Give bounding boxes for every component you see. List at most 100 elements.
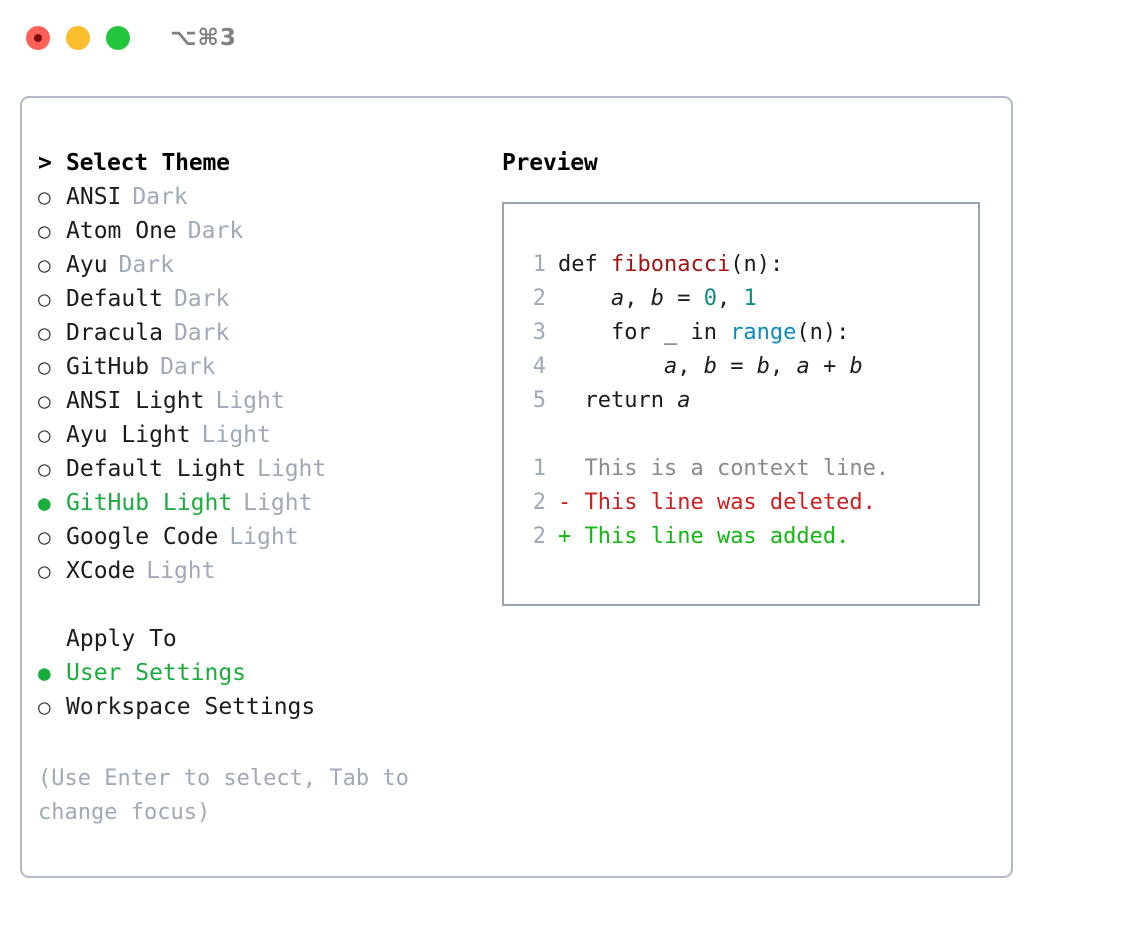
code-token	[558, 354, 664, 379]
theme-variant-badge: Dark	[187, 218, 244, 244]
theme-variant-badge: Dark	[118, 252, 174, 278]
radio-unselected-icon[interactable]: ○	[38, 219, 51, 243]
theme-name: GitHub	[66, 354, 150, 380]
code-token: ,	[677, 354, 704, 379]
code-token: a	[796, 354, 810, 379]
line-number: 4	[532, 354, 546, 379]
radio-unselected-icon[interactable]: ○	[38, 287, 51, 311]
preview-title: Preview	[502, 150, 598, 176]
theme-variant-badge: Dark	[173, 286, 230, 312]
caret-icon: >	[38, 150, 52, 176]
theme-variant-badge: Light	[201, 422, 271, 448]
minimize-button[interactable]	[66, 26, 90, 50]
code-line: 3 for _ in range(n):	[520, 316, 889, 350]
code-token: 1	[743, 286, 757, 311]
apply-to-heading: Apply To	[66, 626, 177, 652]
theme-variant-badge: Light	[257, 456, 327, 482]
line-number: 1	[532, 252, 546, 277]
line-number: 2	[532, 524, 546, 549]
code-token: for _ in	[558, 320, 731, 345]
diff-line: 2- This line was deleted.	[520, 486, 889, 520]
apply-to-label: User Settings	[66, 660, 247, 686]
theme-name: GitHub Light	[66, 490, 233, 516]
diff-line: 2 + This line was added.	[520, 520, 889, 554]
diff-line: 1 This is a context line.	[520, 452, 889, 486]
radio-unselected-icon[interactable]: ○	[38, 559, 51, 583]
apply-to-option[interactable]: ● User Settings	[38, 656, 498, 690]
window-title: ⌥⌘3	[170, 25, 237, 51]
code-token: +	[809, 354, 850, 379]
code-token: b	[703, 354, 717, 379]
line-number: 1	[532, 456, 546, 481]
theme-list-item[interactable]: ○ Default Light Light	[38, 452, 498, 486]
radio-unselected-icon[interactable]: ○	[38, 695, 51, 719]
theme-variant-badge: Dark	[173, 320, 230, 346]
theme-variant-badge: Dark	[160, 354, 216, 380]
code-token: a	[677, 388, 691, 413]
theme-name: Default Light	[66, 456, 247, 482]
window-controls	[26, 26, 130, 50]
radio-unselected-icon[interactable]: ○	[38, 525, 51, 549]
keyboard-hint: (Use Enter to select, Tab to change focu…	[38, 766, 409, 825]
radio-unselected-icon[interactable]: ○	[38, 253, 51, 277]
radio-unselected-icon[interactable]: ○	[38, 389, 51, 413]
radio-unselected-icon[interactable]: ○	[38, 321, 51, 345]
code-token	[558, 286, 611, 311]
theme-list-item[interactable]: ○ GitHub Dark	[38, 350, 498, 384]
zoom-button[interactable]	[106, 26, 130, 50]
code-token: fibonacci	[610, 252, 731, 277]
code-token: def	[558, 252, 611, 277]
code-line: 2 a, b = 0, 1	[520, 282, 889, 316]
apply-to-label: Workspace Settings	[66, 694, 316, 720]
theme-list-item[interactable]: ○ Ayu Light Light	[38, 418, 498, 452]
radio-selected-icon[interactable]: ●	[38, 661, 51, 685]
diff-marker	[558, 456, 571, 481]
code-token: range	[730, 320, 797, 345]
code-token: ,	[716, 286, 744, 311]
code-token: a	[663, 354, 678, 379]
diff-text: This line was deleted.	[571, 490, 876, 515]
radio-unselected-icon[interactable]: ○	[38, 423, 51, 447]
apply-to-list: ● User Settings ○ Workspace Settings	[38, 656, 498, 724]
diff-text: This line was added.	[571, 524, 850, 549]
theme-list-item[interactable]: ● GitHub Light Light	[38, 486, 498, 520]
diff-text: This is a context line.	[571, 456, 890, 481]
code-token: =	[663, 286, 704, 311]
diff-marker: +	[558, 524, 572, 549]
code-token: a	[610, 286, 625, 311]
theme-name: Google Code	[66, 524, 219, 550]
code-token: (n):	[796, 320, 850, 345]
line-number: 5	[532, 388, 546, 413]
theme-name: Default	[66, 286, 163, 312]
title-bar: ⌥⌘3	[0, 0, 1140, 76]
theme-list-item[interactable]: ○ Dracula Dark	[38, 316, 498, 350]
radio-unselected-icon[interactable]: ○	[38, 457, 51, 481]
close-button[interactable]	[26, 26, 50, 50]
radio-unselected-icon[interactable]: ○	[38, 355, 51, 379]
radio-selected-icon[interactable]: ●	[38, 491, 51, 515]
theme-name: Ayu Light	[66, 422, 191, 448]
apply-to-option[interactable]: ○ Workspace Settings	[38, 690, 498, 724]
code-token: ,	[624, 286, 651, 311]
theme-name: Dracula	[66, 320, 163, 346]
code-token: b	[756, 354, 770, 379]
theme-name: XCode	[66, 558, 136, 584]
theme-variant-badge: Light	[243, 490, 313, 516]
theme-list-item[interactable]: ○ Default Dark	[38, 282, 498, 316]
theme-variant-badge: Dark	[132, 184, 188, 210]
radio-unselected-icon[interactable]: ○	[38, 185, 51, 209]
code-token: b	[650, 286, 664, 311]
code-token: =	[716, 354, 757, 379]
